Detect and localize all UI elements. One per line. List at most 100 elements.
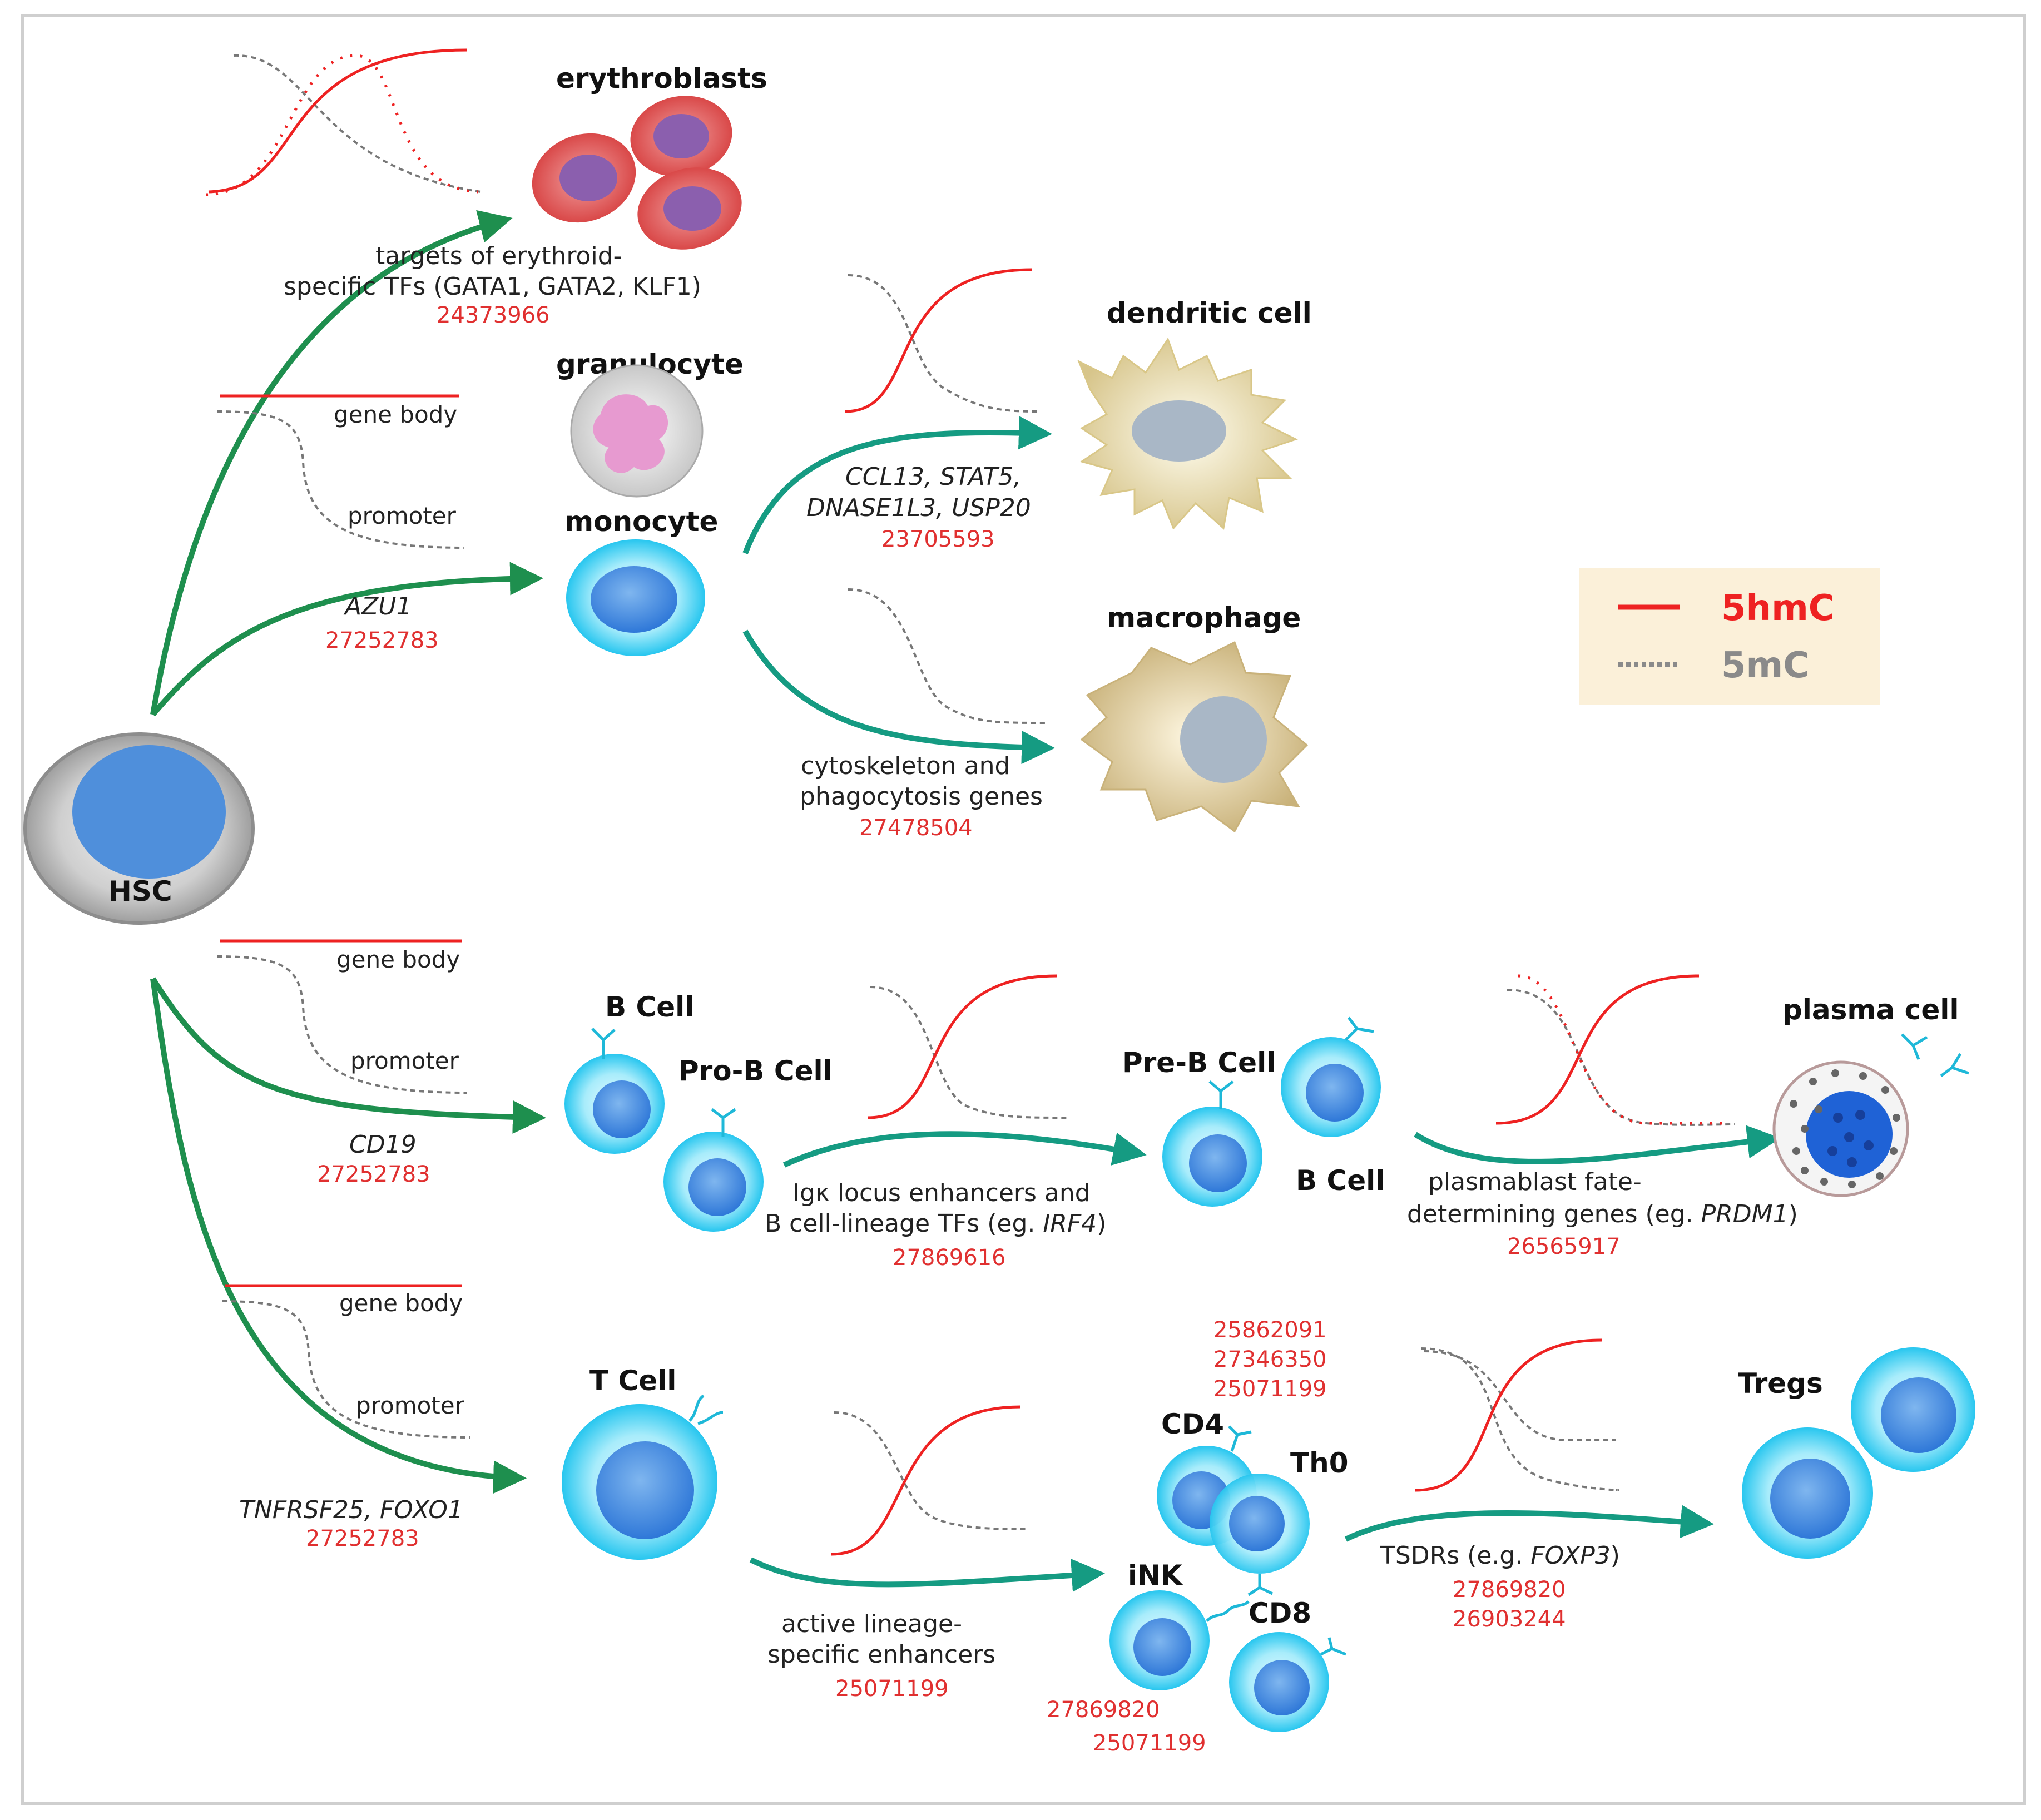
macrophage-label: macrophage [1107,602,1301,634]
hsc-cell: HSC [23,732,255,925]
hsc-nucleus [72,745,226,879]
dc-pmid: 23705593 [881,527,995,552]
plasma-annotation-line1: plasmablast fate- [1428,1168,1642,1196]
arrow-hsc-tcell [150,978,527,1494]
erythroblast-cells [532,96,742,250]
mono-gene: AZU1 [343,592,412,621]
legend-5mc-label: 5mC [1721,645,1809,686]
bcell-label-1: B Cell [605,991,694,1023]
erythroblasts-label: erythroblasts [556,62,767,95]
tcell-pmid: 25071199 [835,1676,949,1702]
granulocyte-cell [570,364,704,498]
cd4-label: CD4 [1161,1408,1224,1440]
t-gene: TNFRSF25, FOXO1 [239,1496,463,1524]
plasma-pmid: 26565917 [1507,1234,1621,1259]
preb-curves [867,974,1068,1119]
tcell-annotation-line2: specific enhancers [767,1640,995,1669]
th0-label: Th0 [1290,1447,1349,1479]
dendritic-cell [1077,337,1298,530]
th-pmid-1: 25862091 [1213,1317,1327,1343]
dc-annotation-line1: CCL13, STAT5, [845,463,1021,491]
t-pmid: 27252783 [306,1526,419,1551]
mono-gene-body-label: gene body [334,401,457,428]
monocyte-label: monocyte [564,505,718,538]
monocyte-cell [566,539,705,656]
arrow-hsc-bcell [150,977,546,1134]
mono-pmid: 27252783 [325,628,439,653]
bcell-cell-2 [1281,1016,1381,1137]
th-pmid-2: 27346350 [1213,1347,1327,1372]
preb-annotation-line2: B cell-lineage TFs (eg. IRF4) [765,1209,1106,1238]
plasma-annotation-line2: determining genes (eg. PRDM1) [1407,1200,1798,1228]
treg-annotation-gene: FOXP3 [1530,1541,1610,1570]
treg-annotation-pre: TSDRs (e.g. [1380,1541,1530,1570]
arrow-mono-dendritic [742,416,1052,554]
ery-annotation-line2: specific TFs (GATA1, GATA2, KLF1) [284,272,701,301]
t-gene-body-label: gene body [339,1290,463,1317]
b-promoter-label: promoter [350,1047,459,1074]
arrow-hsc-monocyte [151,562,543,717]
prebcell-label: Pre-B Cell [1122,1047,1276,1079]
ink-cell [1109,1590,1250,1690]
tcell-curves [222,1284,470,1439]
t-promoter-label: promoter [356,1392,465,1419]
tregs-label: Tregs [1738,1367,1823,1400]
preb-annotation-line2-pre: B cell-lineage TFs (eg. [765,1209,1043,1238]
plasma-annotation-line2-post: ) [1789,1200,1798,1228]
treg-pmid-2: 26903244 [1453,1606,1566,1632]
hsc-label: HSC [108,875,172,907]
mac-pmid: 27478504 [859,815,973,841]
frame [21,14,2026,1805]
b-gene-body-label: gene body [336,946,460,973]
th-pmid-3: 25071199 [1213,1376,1327,1402]
ink-pmid-1: 27869820 [1047,1697,1160,1723]
cd8-label: CD8 [1249,1597,1311,1629]
legend-5hmc-label: 5hmC [1721,588,1835,629]
tregs-cells [1742,1347,1975,1559]
macrophage-curves [848,588,1046,724]
plasma-curves [1495,974,1736,1126]
preb-annotation-line2-post: ) [1097,1209,1106,1238]
ink-pmid-2: 25071199 [1093,1730,1206,1756]
macrophage-cell [1080,641,1309,833]
b-pmid: 27252783 [317,1162,430,1187]
bcell-label-2: B Cell [1296,1164,1385,1197]
plasma-cell [1772,1033,1969,1197]
arrow-mono-macrophage [742,629,1055,765]
probcell-cell [663,1108,764,1232]
arrow-bcell-plasma [1414,1125,1781,1164]
prebcell-cell [1162,1080,1262,1207]
tcell-cell [562,1394,724,1560]
plasma-label: plasma cell [1782,994,1959,1026]
tcell-label: T Cell [589,1365,676,1397]
plasma-annotation-line2-gene: PRDM1 [1701,1200,1789,1228]
probcell-label: Pro-B Cell [678,1055,833,1087]
ery-pmid: 24373966 [437,302,550,328]
legend: 5hmC 5mC [1579,568,1880,705]
treg-pmid-1: 27869820 [1453,1577,1566,1603]
bcell-curves [216,939,468,1094]
b-gene: CD19 [349,1130,417,1159]
ery-annotation-line1: targets of erythroid- [375,242,622,270]
monocyte-curves [216,394,465,549]
treg-annotation-post: ) [1611,1541,1620,1570]
arrow-tcell-subsets [749,1557,1105,1592]
tcell-to-th-curves [831,1405,1029,1556]
preb-annotation-line2-gene: IRF4 [1043,1209,1097,1238]
th0-cell [1210,1474,1310,1596]
plasma-annotation-line2-pre: determining genes (eg. [1407,1200,1701,1228]
erythroblast-curves [205,48,482,196]
preb-annotation-line1: Igκ locus enhancers and [792,1179,1091,1207]
mono-promoter-label: promoter [348,502,457,529]
preb-pmid: 27869616 [893,1245,1006,1271]
bcell-cell-1 [564,1028,665,1154]
treg-annotation: TSDRs (e.g. FOXP3) [1380,1541,1620,1570]
mac-annotation-line2: phagocytosis genes [800,782,1043,811]
dc-annotation-line2: DNASE1L3, USP20 [806,494,1031,522]
tcell-annotation-line1: active lineage- [781,1610,962,1638]
mac-annotation-line1: cytoskeleton and [801,752,1010,780]
preb-annotation-line1-text: Igκ locus enhancers and [792,1179,1091,1207]
cd8-cell [1229,1632,1346,1732]
arrow-prob-preb [782,1131,1147,1168]
